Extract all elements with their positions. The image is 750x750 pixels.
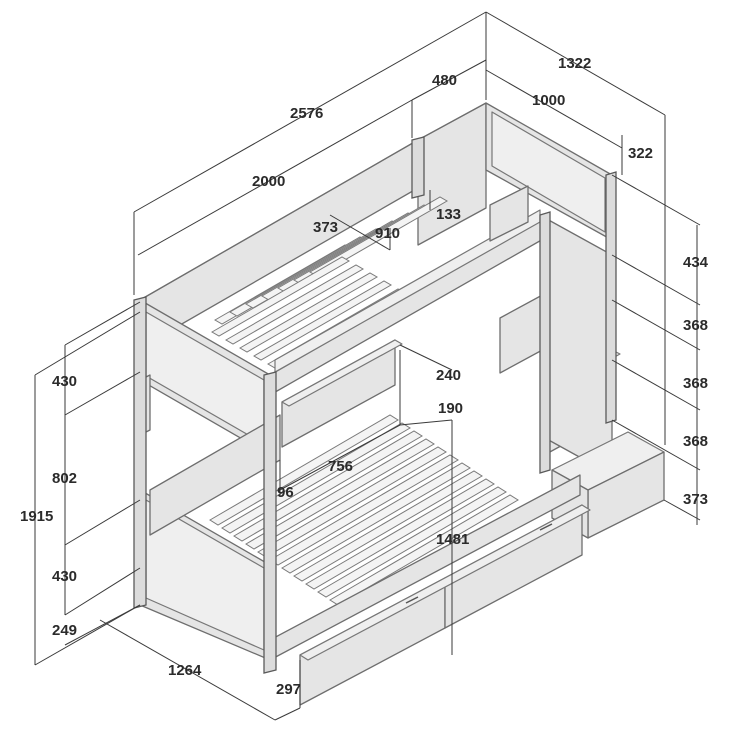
upper-slats xyxy=(210,196,449,369)
stair-side-panel xyxy=(544,217,613,476)
label-step-1: 434 xyxy=(683,254,709,271)
label-guard-gap: 373 xyxy=(313,219,338,236)
label-shelf-width: 756 xyxy=(328,458,353,475)
label-depth-top-extra: 480 xyxy=(432,72,457,89)
label-upper-panel: 430 xyxy=(52,373,77,390)
label-drawer-height: 297 xyxy=(276,681,301,698)
upper-end-panel-inner xyxy=(491,111,606,233)
label-step-4: 368 xyxy=(683,433,708,450)
label-lower-inner: 1481 xyxy=(436,531,469,548)
post-rear xyxy=(605,171,617,424)
upper-back-headboard xyxy=(417,102,487,246)
label-floor-gap: 249 xyxy=(52,622,77,639)
label-mid-gap: 802 xyxy=(52,470,77,487)
label-ladder-offset: 910 xyxy=(375,225,400,242)
label-total-width: 1322 xyxy=(558,55,591,72)
post-front-left xyxy=(133,296,147,609)
drawer-right-handle xyxy=(539,523,553,531)
post-back-left xyxy=(411,136,425,199)
drawer-left-handle xyxy=(405,596,419,604)
post-front-right xyxy=(263,371,277,674)
dimension-labels: 2576 480 1322 2000 1000 322 373 910 133 … xyxy=(20,55,709,698)
bunk-bed xyxy=(133,102,665,706)
label-shelf-offset: 190 xyxy=(438,400,463,417)
label-shelf-height: 96 xyxy=(277,484,294,501)
dimension-lines xyxy=(34,11,701,721)
label-total-length: 2576 xyxy=(290,105,323,122)
lower-slats xyxy=(209,414,519,606)
label-step-2: 368 xyxy=(683,317,708,334)
upper-back-top-edge xyxy=(139,139,419,301)
post-back-right xyxy=(539,211,551,474)
label-lower-panel: 430 xyxy=(52,568,77,585)
label-step-base: 373 xyxy=(683,491,708,508)
label-rail-gap: 133 xyxy=(436,206,461,223)
drawer-top xyxy=(299,504,591,661)
label-bed-length: 2000 xyxy=(252,173,285,190)
label-shelf-depth: 240 xyxy=(436,367,461,384)
label-lower-depth: 1264 xyxy=(168,662,202,679)
label-upper-width: 1000 xyxy=(532,92,565,109)
upper-corner-edge xyxy=(417,102,487,141)
label-step-3: 368 xyxy=(683,375,708,392)
label-total-height: 1915 xyxy=(20,508,53,525)
stair-block-upper xyxy=(489,185,529,242)
label-top-offset: 322 xyxy=(628,145,653,162)
underbed-shelf-top xyxy=(281,339,403,407)
